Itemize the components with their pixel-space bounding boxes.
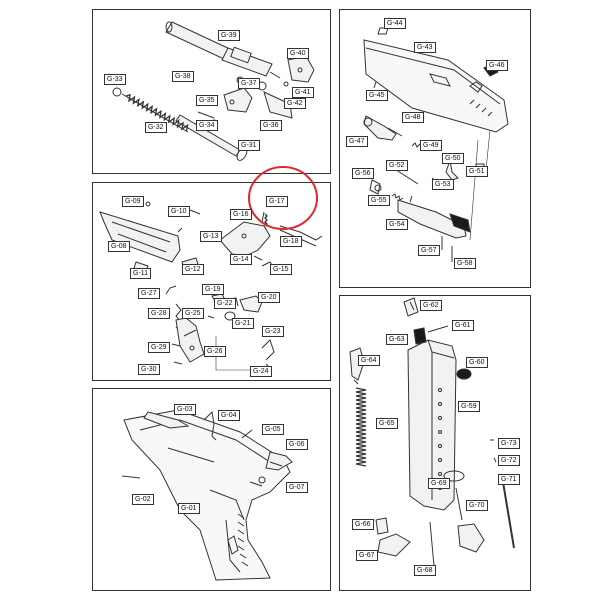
label-g42: G-42 xyxy=(284,98,306,109)
label-g53: G-53 xyxy=(432,179,454,190)
label-g60: G-60 xyxy=(466,357,488,368)
label-g57: G-57 xyxy=(418,245,440,256)
label-g15: G-15 xyxy=(270,264,292,275)
label-g71: G-71 xyxy=(498,474,520,485)
label-g44: G-44 xyxy=(384,18,406,29)
label-g39: G-39 xyxy=(218,30,240,41)
label-g73: G-73 xyxy=(498,438,520,449)
label-g21: G-21 xyxy=(232,318,254,329)
label-g48: G-48 xyxy=(402,112,424,123)
label-g32: G-32 xyxy=(145,122,167,133)
label-g69: G-69 xyxy=(428,478,450,489)
label-g35: G-35 xyxy=(196,95,218,106)
magazine-follower-drawing xyxy=(349,347,365,385)
locking-block-drawing xyxy=(223,76,293,119)
label-g50: G-50 xyxy=(442,153,464,164)
label-g47: G-47 xyxy=(346,136,368,147)
panel-barrel-assembly xyxy=(92,9,331,174)
label-g54: G-54 xyxy=(386,219,408,230)
label-g25: G-25 xyxy=(182,308,204,319)
label-g51: G-51 xyxy=(466,166,488,177)
label-g24: G-24 xyxy=(250,366,272,377)
label-g11: G-11 xyxy=(130,268,152,279)
trigger-bar-drawing xyxy=(99,201,201,263)
label-g13: G-13 xyxy=(200,231,222,242)
frame-inserts-drawing xyxy=(121,410,293,487)
label-g19: G-19 xyxy=(202,284,224,295)
label-g17: G-17 xyxy=(266,196,288,207)
guide-rod-drawing xyxy=(112,87,248,161)
label-g29: G-29 xyxy=(148,342,170,353)
label-g06: G-06 xyxy=(286,439,308,450)
label-g70: G-70 xyxy=(466,500,488,511)
front-block-drawing xyxy=(269,55,315,87)
label-g08: G-08 xyxy=(108,241,130,252)
label-g02: G-02 xyxy=(132,494,154,505)
label-g05: G-05 xyxy=(262,424,284,435)
label-g64: G-64 xyxy=(358,355,380,366)
label-g33: G-33 xyxy=(104,74,126,85)
label-g34: G-34 xyxy=(196,120,218,131)
label-g01: G-01 xyxy=(178,503,200,514)
label-g04: G-04 xyxy=(218,410,240,421)
label-g41: G-41 xyxy=(292,87,314,98)
label-g14: G-14 xyxy=(230,254,252,265)
label-g59: G-59 xyxy=(458,401,480,412)
label-g61: G-61 xyxy=(452,320,474,331)
frame-drawing xyxy=(123,409,291,581)
label-g22: G-22 xyxy=(214,298,236,309)
label-g30: G-30 xyxy=(138,364,160,375)
magazine-spring-drawing xyxy=(355,387,367,467)
label-g52: G-52 xyxy=(386,160,408,171)
label-g37: G-37 xyxy=(238,78,260,89)
highlight-circle xyxy=(248,166,318,230)
leader-lines-panel4 xyxy=(469,129,491,241)
label-g66: G-66 xyxy=(352,519,374,530)
label-g43: G-43 xyxy=(414,42,436,53)
label-g09: G-09 xyxy=(122,196,144,207)
label-g65: G-65 xyxy=(376,418,398,429)
label-g68: G-68 xyxy=(414,565,436,576)
label-g20: G-20 xyxy=(258,292,280,303)
magazine-small-parts-drawing xyxy=(375,297,515,567)
label-g31: G-31 xyxy=(238,140,260,151)
label-g16: G-16 xyxy=(230,209,252,220)
label-g10: G-10 xyxy=(168,206,190,217)
recoil-spring-drawing xyxy=(125,93,189,132)
label-g40: G-40 xyxy=(287,48,309,59)
label-g03: G-03 xyxy=(174,404,196,415)
label-g62: G-62 xyxy=(420,300,442,311)
label-g27: G-27 xyxy=(138,288,160,299)
label-g63: G-63 xyxy=(386,334,408,345)
label-g58: G-58 xyxy=(454,258,476,269)
barrel-part-drawing xyxy=(165,21,273,77)
cruciform-drawing xyxy=(165,285,205,365)
label-g49: G-49 xyxy=(420,140,442,151)
label-g45: G-45 xyxy=(366,90,388,101)
label-g23: G-23 xyxy=(262,326,284,337)
slide-drawing xyxy=(363,27,509,133)
label-g56: G-56 xyxy=(352,168,374,179)
label-g28: G-28 xyxy=(148,308,170,319)
label-g55: G-55 xyxy=(368,195,390,206)
spring-g17-drawing xyxy=(264,213,268,227)
label-g12: G-12 xyxy=(182,264,204,275)
label-g67: G-67 xyxy=(356,550,378,561)
label-g46: G-46 xyxy=(486,60,508,71)
label-g36: G-36 xyxy=(260,120,282,131)
label-g26: G-26 xyxy=(204,346,226,357)
magazine-body-drawing xyxy=(407,339,465,511)
label-g38: G-38 xyxy=(172,71,194,82)
label-g18: G-18 xyxy=(280,236,302,247)
label-g72: G-72 xyxy=(498,455,520,466)
label-g07: G-07 xyxy=(286,482,308,493)
